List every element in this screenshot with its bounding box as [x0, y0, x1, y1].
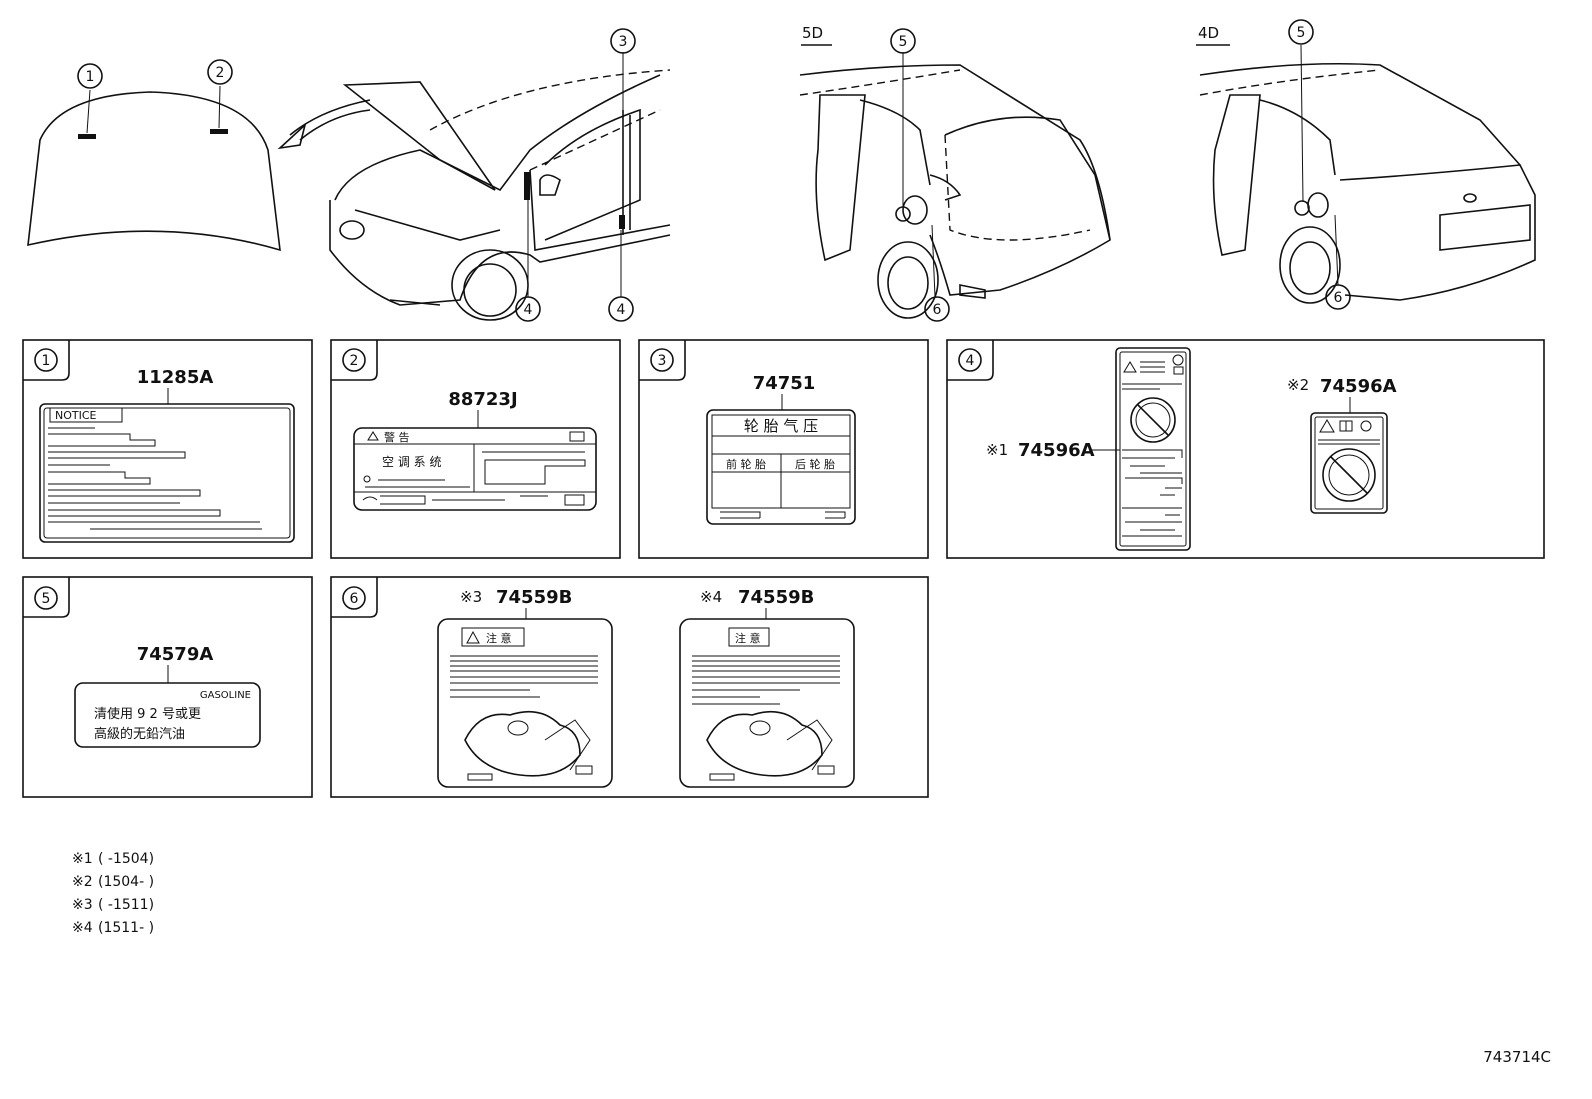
mark-2: ※2: [1287, 376, 1309, 394]
part-number-74751: 74751: [753, 373, 816, 394]
svg-text:5: 5: [42, 591, 51, 607]
svg-text:6: 6: [350, 591, 359, 607]
ac-system-label: 空 调 系 统: [382, 455, 441, 469]
part-number-74559b-3: 74559B: [496, 587, 572, 608]
warning-heading: 警 告: [384, 430, 410, 444]
variant-5d-label: 5D: [802, 24, 823, 42]
svg-text:6: 6: [933, 302, 942, 318]
hood-label-1-mark: [78, 134, 96, 139]
svg-text:4: 4: [966, 353, 975, 369]
callout-top-4a: 4: [515, 296, 541, 322]
mark-4: ※4: [700, 588, 722, 606]
hood-illustration: [27, 85, 371, 252]
fuel-instruction-line-1: 清使用 9 2 号或更: [94, 706, 201, 722]
rear-door-label-mark: [619, 215, 625, 229]
gasoline-label: GASOLINE: [200, 690, 251, 701]
svg-text:3: 3: [658, 353, 667, 369]
panel-6: 6 ※3 74559B 注 意 ※4 74559B 注 意: [330, 576, 929, 798]
hood-label-2-mark: [210, 129, 228, 134]
callout-top-4b: 4: [608, 296, 634, 322]
rear-tire-label: 后 轮 胎: [795, 457, 835, 471]
callout-top-3: 3: [610, 28, 636, 54]
car-front-illustration: [329, 52, 671, 321]
variant-4d-label: 4D: [1198, 24, 1219, 42]
callout-top-6b: 6: [1325, 284, 1351, 310]
tire-pressure-title: 轮 胎 气 压: [744, 417, 818, 435]
svg-text:5: 5: [1297, 25, 1306, 41]
panel-5: 5 74579A GASOLINE 清使用 9 2 号或更 高級的无鉛汽油: [22, 576, 313, 798]
svg-text:※4: ※4: [72, 920, 93, 936]
diagram-code: 743714C: [1483, 1048, 1551, 1066]
callout-top-5a: 5: [890, 28, 916, 54]
notice-label: NOTICE: [55, 409, 97, 422]
caution-label-4: 注 意: [735, 631, 761, 645]
footnotes: ※1 ( -1504) ※2 (1504- ) ※3 ( -1511) ※4 (…: [72, 851, 154, 936]
fuel-instruction-line-2: 高級的无鉛汽油: [94, 726, 185, 742]
svg-text:6: 6: [1334, 290, 1343, 306]
part-number-74596a-1: 74596A: [1018, 440, 1095, 461]
front-tire-label: 前 轮 胎: [726, 457, 766, 471]
callout-top-5b: 5: [1288, 19, 1314, 45]
svg-text:※1: ※1: [72, 851, 93, 867]
part-number-74559b-4: 74559B: [738, 587, 814, 608]
svg-text:※3: ※3: [72, 897, 93, 913]
svg-text:4: 4: [617, 302, 626, 318]
svg-text:( -1511): ( -1511): [98, 897, 154, 913]
part-number-88723j: 88723J: [448, 389, 517, 410]
panel-3: 3 74751 轮 胎 气 压 前 轮 胎 后 轮 胎: [638, 339, 929, 559]
svg-text:※2: ※2: [72, 874, 93, 890]
svg-text:(1504- ): (1504- ): [98, 874, 154, 890]
svg-text:4: 4: [524, 302, 533, 318]
callout-top-1: 1: [77, 63, 103, 89]
part-number-74596a-2: 74596A: [1320, 376, 1397, 397]
panel-2: 2 88723J 警 告 空 调 系 统: [330, 339, 621, 559]
door-pillar-label-mark: [524, 172, 530, 200]
mark-1: ※1: [986, 441, 1008, 459]
panel-4: 4 ※1 74596A ※2 74596A: [946, 339, 1545, 559]
mark-3: ※3: [460, 588, 482, 606]
svg-text:1: 1: [42, 353, 51, 369]
callout-top-2: 2: [207, 59, 233, 85]
svg-text:2: 2: [350, 353, 359, 369]
svg-text:2: 2: [216, 65, 225, 81]
panel-1: 1 11285A NOTICE: [22, 339, 313, 559]
car-5d-rear-illustration: [799, 44, 1111, 319]
caution-label-3: 注 意: [486, 631, 512, 645]
svg-text:( -1504): ( -1504): [98, 851, 154, 867]
part-number-74579a: 74579A: [137, 644, 214, 665]
svg-text:(1511- ): (1511- ): [98, 920, 154, 936]
part-number-11285a: 11285A: [137, 367, 214, 388]
svg-text:3: 3: [619, 34, 628, 50]
car-4d-rear-illustration: [1196, 44, 1536, 304]
svg-text:1: 1: [86, 69, 95, 85]
svg-text:5: 5: [899, 34, 908, 50]
callout-top-6a: 6: [924, 296, 950, 322]
